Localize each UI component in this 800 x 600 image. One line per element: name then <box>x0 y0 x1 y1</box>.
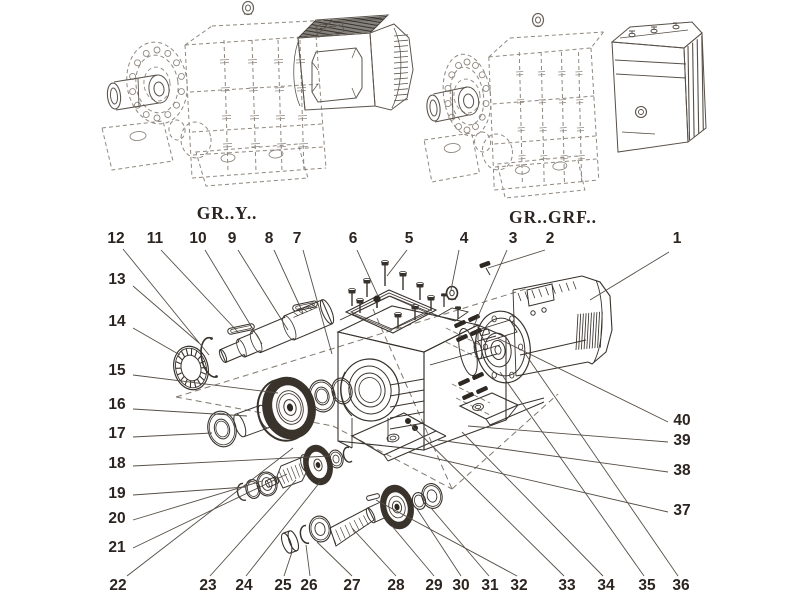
svg-text:37: 37 <box>673 502 690 519</box>
svg-text:28: 28 <box>387 577 405 594</box>
svg-text:13: 13 <box>108 271 126 288</box>
svg-text:21: 21 <box>108 539 126 556</box>
svg-text:29: 29 <box>425 577 443 594</box>
svg-text:27: 27 <box>343 577 360 594</box>
svg-text:38: 38 <box>673 462 691 479</box>
svg-text:10: 10 <box>189 230 206 247</box>
svg-text:22: 22 <box>109 577 126 594</box>
svg-text:26: 26 <box>300 577 318 594</box>
svg-text:14: 14 <box>108 313 126 330</box>
svg-text:25: 25 <box>274 577 292 594</box>
svg-text:9: 9 <box>228 230 237 247</box>
svg-text:34: 34 <box>597 577 615 594</box>
svg-text:GR..Y..: GR..Y.. <box>197 203 257 223</box>
svg-text:36: 36 <box>672 577 690 594</box>
svg-text:4: 4 <box>460 230 469 247</box>
svg-text:20: 20 <box>108 510 125 527</box>
svg-text:23: 23 <box>199 577 217 594</box>
svg-text:40: 40 <box>673 412 690 429</box>
svg-text:19: 19 <box>108 485 126 502</box>
svg-text:35: 35 <box>638 577 656 594</box>
svg-text:30: 30 <box>452 577 469 594</box>
svg-text:1: 1 <box>673 230 682 247</box>
svg-text:39: 39 <box>673 432 691 449</box>
svg-text:24: 24 <box>235 577 253 594</box>
svg-text:GR..GRF..: GR..GRF.. <box>509 207 597 227</box>
svg-text:6: 6 <box>349 230 358 247</box>
svg-text:32: 32 <box>510 577 527 594</box>
svg-text:15: 15 <box>108 362 126 379</box>
svg-text:18: 18 <box>108 455 126 472</box>
svg-text:33: 33 <box>558 577 576 594</box>
svg-text:11: 11 <box>147 230 164 247</box>
svg-text:7: 7 <box>293 230 302 247</box>
svg-text:12: 12 <box>107 230 124 247</box>
svg-text:16: 16 <box>108 396 126 413</box>
svg-text:3: 3 <box>509 230 518 247</box>
svg-text:2: 2 <box>546 230 555 247</box>
svg-text:17: 17 <box>108 425 125 442</box>
svg-text:5: 5 <box>405 230 414 247</box>
svg-text:31: 31 <box>481 577 499 594</box>
svg-text:8: 8 <box>265 230 274 247</box>
